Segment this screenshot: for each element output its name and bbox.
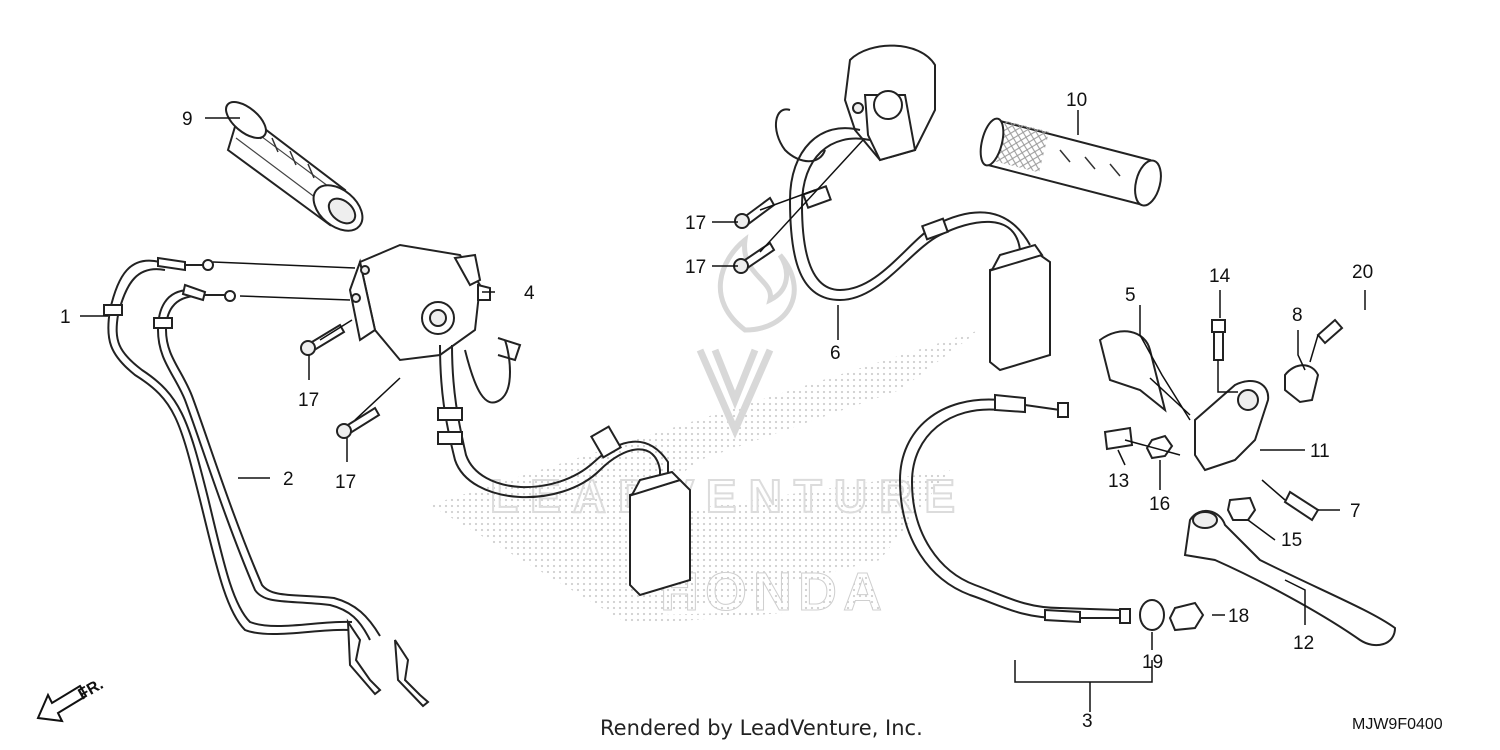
part-15-nut xyxy=(1226,496,1257,521)
part-14-bolt xyxy=(1211,319,1226,361)
callout-10: 10 xyxy=(1066,90,1087,111)
front-direction-indicator: FR. xyxy=(36,676,106,723)
part-7-pin xyxy=(1283,490,1320,522)
part-8-clamp xyxy=(1284,364,1320,404)
screws-17 xyxy=(300,196,776,439)
callout-17-b: 17 xyxy=(335,472,356,493)
callout-12: 12 xyxy=(1293,633,1314,654)
part-18-nut xyxy=(1168,601,1205,632)
part-16-nut xyxy=(1145,434,1174,460)
callout-8: 8 xyxy=(1292,305,1303,326)
watermark-text: LEADVENTURE xyxy=(490,470,967,522)
part-clutch-cable xyxy=(898,393,1131,624)
callout-13: 13 xyxy=(1108,471,1129,492)
callout-19: 19 xyxy=(1142,652,1163,673)
watermark-flame-icon xyxy=(717,234,797,333)
callout-2: 2 xyxy=(283,469,294,490)
callout-17-c: 17 xyxy=(685,213,706,234)
part-19-washer xyxy=(1139,599,1165,631)
diagram-code: MJW9F0400 xyxy=(1352,716,1443,733)
part-left-grip xyxy=(225,101,364,232)
watermark-brand: HONDA xyxy=(660,562,888,622)
watermark-v-icon xyxy=(696,348,774,439)
callout-5: 5 xyxy=(1125,285,1136,306)
callout-9: 9 xyxy=(182,109,193,130)
front-arrow-icon xyxy=(36,684,88,723)
clutch-lever-assembly xyxy=(1098,318,1397,647)
watermark-wing-shape xyxy=(430,330,980,625)
part-5-cover xyxy=(1098,330,1167,413)
leader-lines xyxy=(80,110,1366,712)
callout-6: 6 xyxy=(830,343,841,364)
right-switch-harness xyxy=(774,108,1051,372)
callout-3: 3 xyxy=(1082,711,1093,732)
callout-18: 18 xyxy=(1228,606,1249,627)
callout-7: 7 xyxy=(1350,501,1361,522)
throttle-cables xyxy=(103,256,430,708)
part-left-switch xyxy=(348,243,491,362)
callout-17-a: 17 xyxy=(298,390,319,411)
callouts: 1 2 3 4 5 6 7 8 9 10 11 12 13 14 15 16 1… xyxy=(60,90,1373,732)
callout-16: 16 xyxy=(1149,494,1170,515)
part-20-bolt xyxy=(1316,318,1344,345)
callout-15: 15 xyxy=(1281,530,1302,551)
footer-credit: Rendered by LeadVenture, Inc. xyxy=(600,716,923,740)
callout-4: 4 xyxy=(524,283,535,304)
callout-11: 11 xyxy=(1310,441,1330,462)
part-right-switch xyxy=(843,44,936,162)
part-13-adjuster xyxy=(1103,426,1134,451)
callout-17-d: 17 xyxy=(685,257,706,278)
left-switch-harness xyxy=(437,337,691,597)
callout-1: 1 xyxy=(60,307,71,328)
callout-20: 20 xyxy=(1352,262,1373,283)
callout-14: 14 xyxy=(1209,266,1231,287)
part-right-grip xyxy=(979,117,1162,207)
watermark: LEADVENTURE HONDA xyxy=(430,234,980,625)
part-12-lever xyxy=(1183,510,1397,647)
